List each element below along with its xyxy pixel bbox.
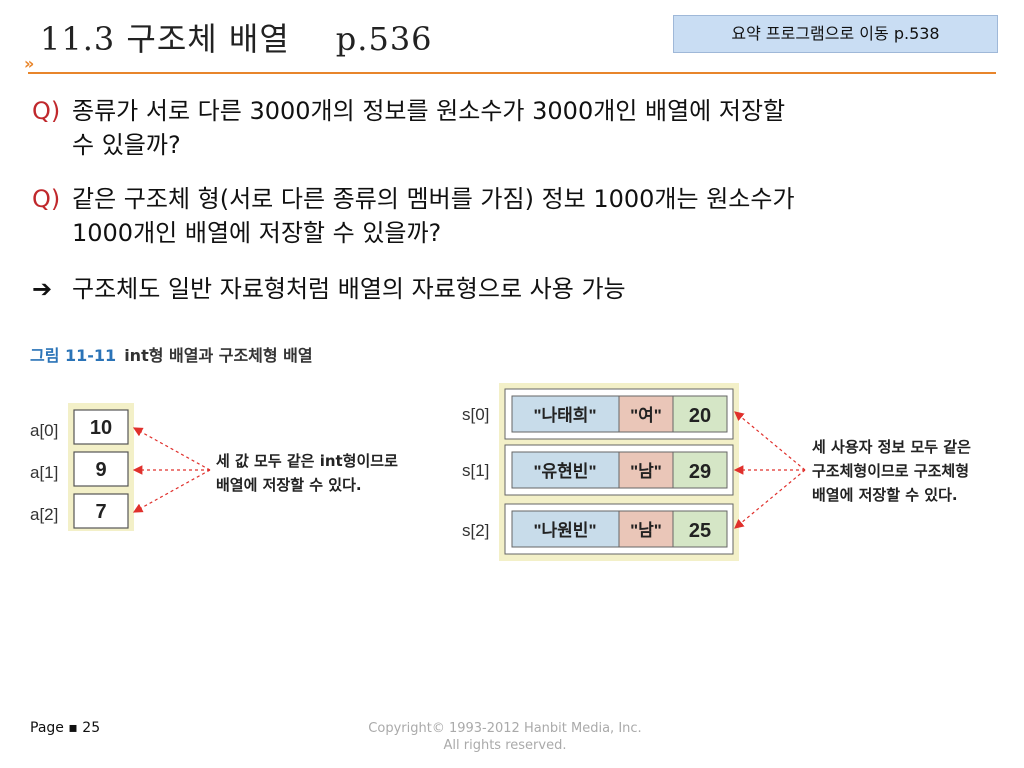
struct-array-label-0: s[0] [462, 405, 489, 424]
figure-caption: 그림 11-11 int형 배열과 구조체형 배열 [30, 342, 313, 366]
int-cell-1 [73, 451, 129, 487]
struct-arrow-0 [734, 411, 806, 471]
int-value-1: 9 [95, 459, 106, 481]
go-to-summary-program-button[interactable]: 요약 프로그램으로 이동 p.538 [673, 15, 998, 53]
copyright-line-1: Copyright© 1993-2012 Hanbit Media, Inc. [368, 721, 642, 736]
struct-note-line-3: 배열에 저장할 수 있다. [812, 486, 958, 504]
int-arrow-2 [132, 469, 211, 513]
gender-value-2: "남" [630, 521, 662, 540]
struct-note-line-1: 세 사용자 정보 모두 같은 [812, 438, 971, 456]
age-value-0: 20 [689, 405, 711, 427]
gender-cell-2 [618, 510, 674, 548]
int-array-label-1: a[1] [30, 463, 58, 482]
struct-note-line-2: 구조체형이므로 구조체형 [812, 462, 969, 480]
q-marker: Q) [32, 97, 61, 125]
int-cell-2 [73, 493, 129, 529]
question-1: Q) 종류가 서로 다른 3000개의 정보를 원소수가 3000개인 배열에 저… [32, 94, 992, 162]
question-2-continuation: 1000개인 배열에 저장할 수 있을까? [72, 219, 442, 247]
int-cell-0 [73, 409, 129, 445]
question-1-continuation: 수 있을까? [72, 131, 181, 159]
page-number: Page ▪ 25 [30, 720, 101, 736]
int-value-2: 7 [95, 501, 106, 523]
gender-cell-1 [618, 451, 674, 489]
int-array-label-2: a[2] [30, 505, 58, 524]
conclusion-text: 구조체도 일반 자료형처럼 배열의 자료형으로 사용 가능 [72, 275, 626, 303]
name-cell-2 [511, 510, 620, 548]
question-2-text: 같은 구조체 형(서로 다른 종류의 멤버를 가짐) 정보 1000개는 원소수… [72, 185, 795, 213]
q-marker: Q) [32, 185, 61, 213]
name-value-2: "나원빈" [533, 521, 596, 540]
age-cell-1 [672, 451, 728, 489]
name-cell-1 [511, 451, 620, 489]
int-array-label-0: a[0] [30, 421, 58, 440]
figure-caption-text: int형 배열과 구조체형 배열 [124, 346, 313, 365]
copyright: Copyright© 1993-2012 Hanbit Media, Inc. … [360, 720, 650, 754]
chevron-double-right-icon: » [24, 54, 35, 73]
title-text: 11.3 구조체 배열 [40, 20, 290, 58]
struct-array-label-1: s[1] [462, 461, 489, 480]
copyright-line-2: All rights reserved. [443, 738, 567, 753]
int-arrow-0 [132, 427, 211, 471]
name-cell-0 [511, 395, 620, 433]
int-note-line-2: 배열에 저장할 수 있다. [216, 476, 362, 494]
name-value-0: "나태희" [533, 406, 596, 425]
slide-title: 11.3 구조체 배열 p.536 [40, 14, 433, 60]
question-1-text: 종류가 서로 다른 3000개의 정보를 원소수가 3000개인 배열에 저장할 [72, 97, 786, 125]
struct-arrow-2 [734, 469, 806, 529]
right-arrow-icon: ➔ [32, 275, 53, 303]
age-cell-2 [672, 510, 728, 548]
int-note-line-1: 세 값 모두 같은 int형이므로 [216, 452, 398, 470]
int-value-0: 10 [90, 417, 112, 439]
name-value-1: "유현빈" [533, 462, 596, 481]
title-divider [28, 72, 996, 74]
struct-array-label-2: s[2] [462, 521, 489, 540]
question-2: Q) 같은 구조체 형(서로 다른 종류의 멤버를 가짐) 정보 1000개는 원… [32, 182, 992, 250]
age-cell-0 [672, 395, 728, 433]
gender-cell-0 [618, 395, 674, 433]
gender-value-1: "남" [630, 462, 662, 481]
age-value-1: 29 [689, 461, 711, 483]
gender-value-0: "여" [630, 406, 662, 425]
figure-number: 그림 11-11 [30, 346, 117, 365]
page-reference: p.536 [335, 20, 433, 58]
conclusion: ➔ 구조체도 일반 자료형처럼 배열의 자료형으로 사용 가능 [32, 272, 992, 306]
age-value-2: 25 [689, 520, 711, 542]
